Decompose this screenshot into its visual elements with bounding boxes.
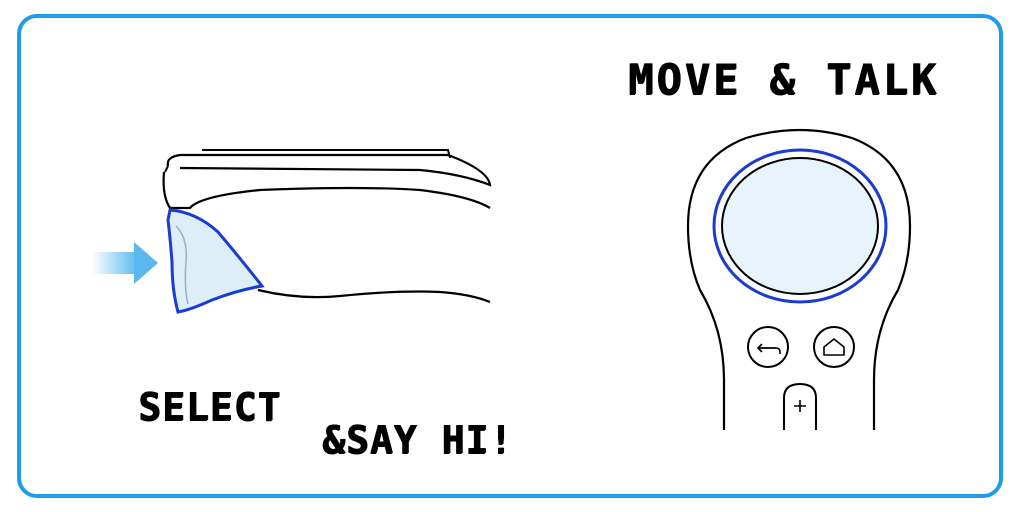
- right-arrow-icon: [92, 242, 158, 284]
- caption-say-hi: &SAY HI!: [322, 418, 514, 462]
- caption-select: SELECT: [138, 385, 282, 429]
- touchpad-icon: [712, 148, 888, 304]
- back-icon: [747, 326, 789, 368]
- home-icon: [813, 326, 855, 368]
- controller-side-view: [162, 149, 492, 304]
- panel-heading: MOVE & TALK: [628, 55, 940, 104]
- trigger-icon: [166, 208, 265, 314]
- controller-front-view: [686, 128, 912, 430]
- plus-icon: [783, 382, 817, 430]
